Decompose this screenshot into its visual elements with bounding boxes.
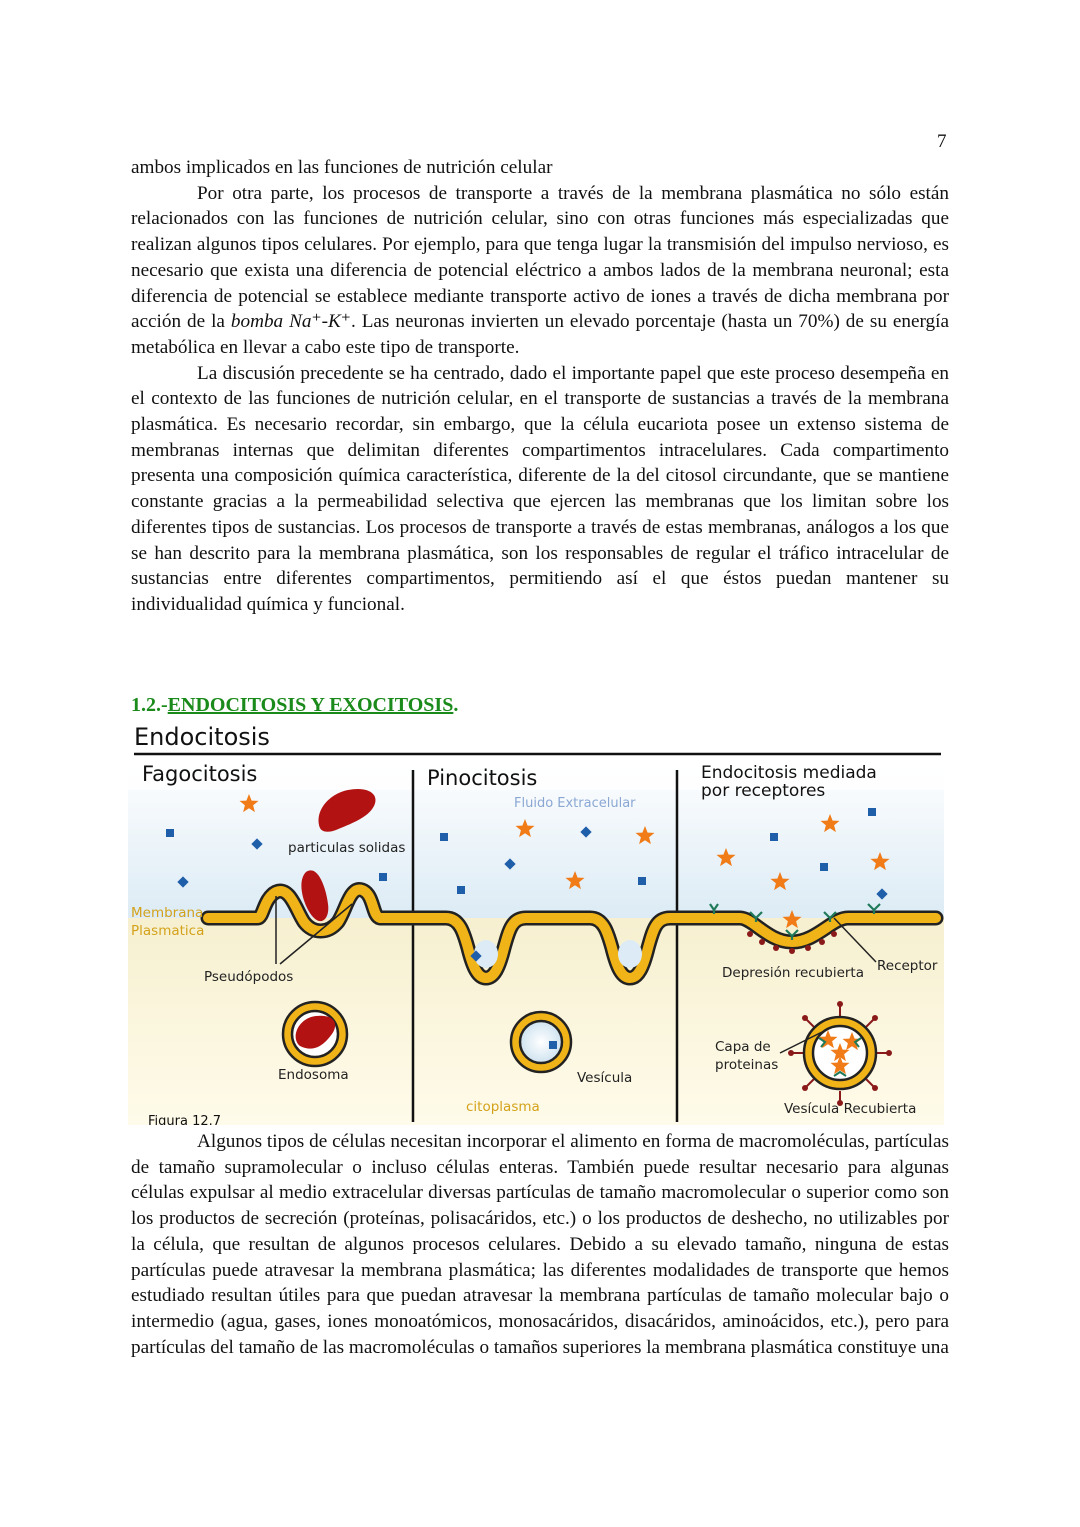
figure-title: Endocitosis	[134, 723, 270, 751]
square-molecule	[868, 808, 876, 816]
pinocytosis-pocket	[618, 940, 642, 968]
paragraph-continuation: ambos implicados en las funciones de nut…	[131, 157, 553, 178]
label-coated-pit: Depresión recubierta	[722, 965, 864, 981]
label-solid-particles: particulas solidas	[288, 840, 405, 856]
square-molecule	[457, 886, 465, 894]
paragraph-internal-membranes: La discusión precedente se ha centrado, …	[131, 362, 949, 615]
diamond-molecule	[504, 858, 516, 870]
section-period: .	[453, 694, 459, 716]
receptor-mediated-title: Endocitosis mediada	[701, 763, 877, 783]
square-molecule	[379, 873, 387, 881]
label-cytoplasm: citoplasma	[466, 1099, 540, 1115]
pseudopod-pointer	[279, 903, 353, 965]
solid-particle	[318, 788, 376, 832]
pinocytosis-pocket	[474, 940, 498, 968]
coat-pointer	[779, 1031, 823, 1054]
receptor	[823, 911, 837, 922]
square-molecule	[166, 829, 174, 837]
sodium-potassium-pump: bomba Na⁺-K⁺	[230, 311, 351, 333]
label-protein-coat: proteinas	[715, 1057, 778, 1073]
square-molecule	[820, 863, 828, 871]
square-molecule	[638, 877, 646, 885]
paragraph-text: Por otra parte, los procesos de transpor…	[131, 182, 949, 333]
paragraph-macromolecules: Algunos tipos de células necesitan incor…	[131, 1131, 949, 1358]
body-text-bottom: Algunos tipos de células necesitan incor…	[131, 1129, 949, 1360]
paragraph-text: . Las neuronas invierten un elevado porc…	[131, 311, 949, 358]
receptor-pointer	[833, 917, 877, 963]
label-endosome: Endosoma	[278, 1067, 349, 1083]
label-membrane: Plasmatica	[131, 923, 204, 939]
section-number: 1.2.-	[131, 694, 168, 716]
receptor	[749, 911, 763, 922]
label-vesicle: Vesícula	[577, 1070, 632, 1086]
diamond-molecule	[470, 950, 482, 962]
coated-vesicle	[788, 1001, 892, 1106]
square-molecule	[770, 833, 778, 841]
phagocytosis-title: Fagocitosis	[142, 762, 257, 786]
label-coated-vesicle: Vesícula Recubierta	[784, 1101, 916, 1117]
square-molecule	[440, 833, 448, 841]
diamond-molecule	[876, 888, 888, 900]
label-membrane: Membrana	[131, 905, 203, 921]
section-heading: 1.2.-ENDOCITOSIS Y EXOCITOSIS.	[131, 694, 458, 717]
square-molecule	[549, 1041, 557, 1049]
receptor	[867, 903, 881, 914]
body-text-top: ambos implicados en las funciones de nut…	[131, 155, 949, 618]
receptor-mediated-title: por receptores	[701, 781, 825, 801]
plasma-membrane	[203, 884, 941, 983]
endocytosis-figure: Endocitosis Fagocitosis particulas solid…	[128, 720, 944, 1129]
label-protein-coat: Capa de	[715, 1039, 771, 1055]
page-number: 7	[937, 131, 947, 152]
label-extracellular-fluid: Fluido Extracelular	[514, 796, 636, 811]
coat-proteins	[747, 931, 837, 954]
engulfed-particle	[301, 870, 329, 922]
paragraph-transport-functions: Por otra parte, los procesos de transpor…	[131, 181, 949, 361]
label-pseudopods: Pseudópodos	[204, 969, 293, 985]
pinocytosis-title: Pinocitosis	[427, 766, 537, 790]
receptor-group	[709, 903, 881, 940]
label-receptor: Receptor	[877, 958, 938, 974]
section-title: ENDOCITOSIS Y EXOCITOSIS	[167, 694, 454, 716]
receptor	[709, 903, 719, 914]
receptor	[785, 929, 799, 940]
vesicle-lumen	[518, 1019, 564, 1065]
endosome-particle	[295, 1015, 336, 1049]
figure-caption: Figura 12.7	[148, 1114, 221, 1125]
